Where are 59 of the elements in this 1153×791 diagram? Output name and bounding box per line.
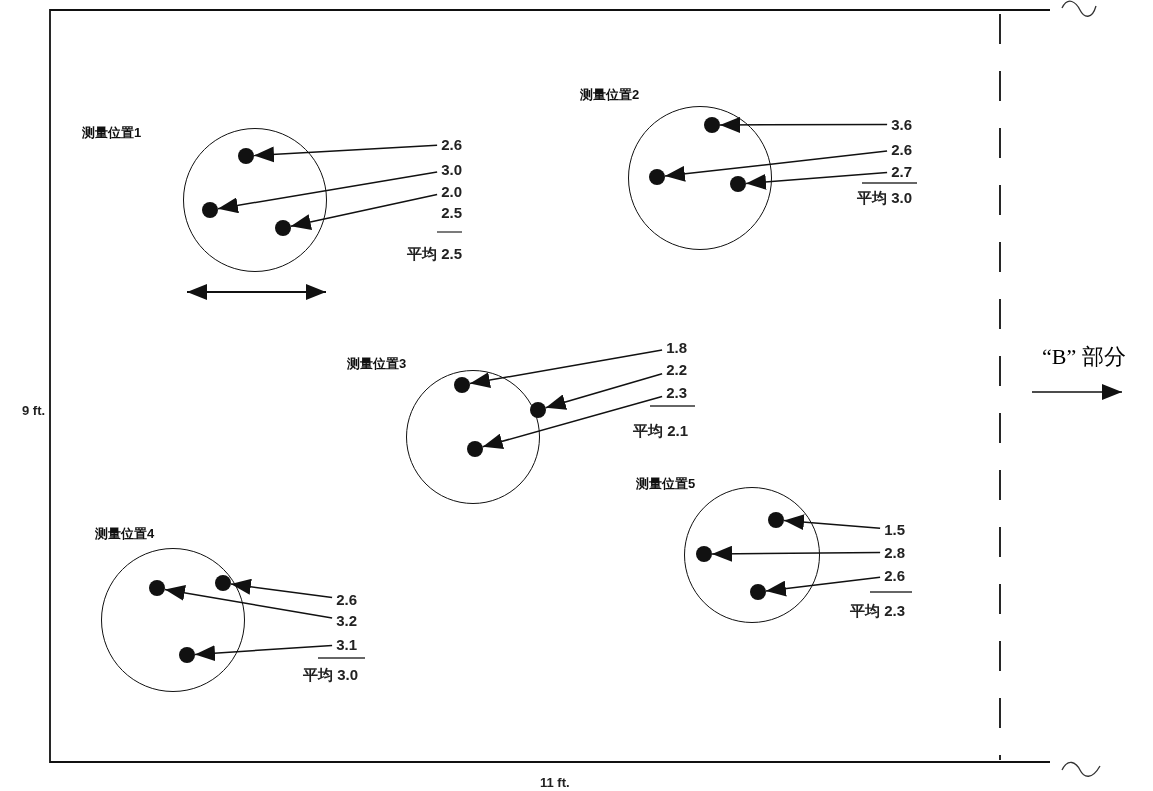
measurement-point (696, 546, 712, 562)
average-value: 平均 2.3 (849, 602, 905, 618)
measurement-value: 3.0 (441, 162, 462, 177)
average-value: 平均 3.0 (302, 666, 358, 682)
measurement-value: 2.3 (666, 385, 687, 400)
arrow (194, 644, 333, 662)
measurement-point (202, 202, 218, 218)
arrow (711, 545, 881, 562)
measurement-value: 2.2 (666, 362, 687, 377)
measurement-value: 2.5 (441, 204, 462, 220)
arrow (745, 171, 888, 190)
arrow (469, 349, 663, 389)
arrow (164, 584, 333, 619)
measurement-value: 2.8 (884, 545, 905, 560)
arrow (664, 150, 888, 182)
measurement-point (530, 402, 546, 418)
arrow (230, 578, 333, 599)
measurement-point (649, 169, 665, 185)
arrow (765, 576, 881, 597)
measurement-point (730, 176, 746, 192)
arrow (481, 395, 663, 450)
measurement-point (179, 647, 195, 663)
site-label: 测量位置1 (82, 126, 142, 139)
average-value: 平均 3.0 (856, 189, 912, 205)
arrow (253, 144, 438, 163)
dimension-label: 11 ft. (540, 775, 570, 789)
arrow (217, 171, 438, 214)
dimension-label: 9 ft. (22, 403, 46, 417)
measurement-point (750, 584, 766, 600)
measurement-value: 3.2 (336, 613, 357, 628)
site-label: 测量位置3 (347, 357, 407, 370)
measurement-value: 2.7 (891, 164, 912, 179)
measurement-value: 2.6 (884, 568, 905, 583)
average-value: 平均 2.1 (632, 422, 688, 438)
measurement-point (275, 220, 291, 236)
measurement-value: 2.6 (336, 592, 357, 607)
measurement-value: 1.5 (884, 522, 905, 537)
site-label: 测量位置2 (580, 88, 640, 101)
measurement-point (454, 377, 470, 393)
measurement-point (768, 512, 784, 528)
measurement-point (238, 148, 254, 164)
site-label: 测量位置5 (636, 477, 696, 490)
measurement-value: 3.6 (891, 117, 912, 132)
measurement-point (149, 580, 165, 596)
arrow (290, 193, 438, 230)
measurement-point (704, 117, 720, 133)
arrow (544, 372, 663, 410)
average-value: 平均 2.5 (406, 245, 462, 261)
measurement-value: 2.6 (441, 137, 462, 152)
measurement-point (215, 575, 231, 591)
measurement-point (467, 441, 483, 457)
arrow (719, 116, 888, 133)
site-label: 测量位置4 (95, 527, 155, 540)
measurement-value: 2.0 (441, 184, 462, 199)
section-label: “B” 部分 (1042, 346, 1126, 368)
measurement-value: 1.8 (666, 340, 687, 355)
measurement-value: 2.6 (891, 142, 912, 157)
arrow (783, 514, 881, 531)
measurement-value: 3.1 (336, 637, 357, 652)
